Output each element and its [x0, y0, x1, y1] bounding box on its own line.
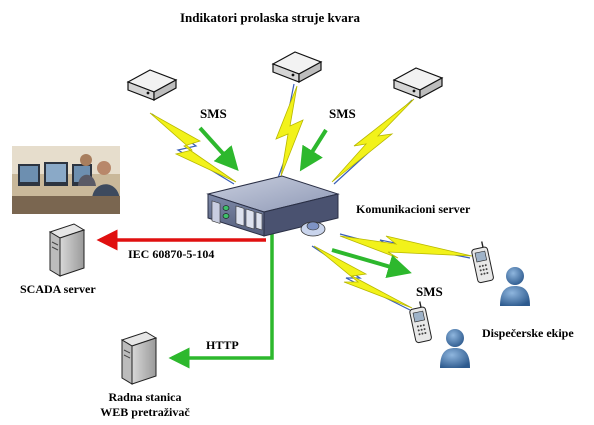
wireless-link-left: [149, 112, 237, 185]
cellphone-icon: [409, 301, 432, 344]
fault-indicator-icon: [271, 51, 323, 84]
monitoring-room-photo: [12, 146, 120, 214]
http-label: HTTP: [206, 338, 239, 352]
person-icon: [440, 329, 470, 368]
tower-pc-icon: [48, 223, 86, 277]
scada-label: SCADA server: [20, 282, 96, 296]
workstation-label-line1: Radna stanica: [108, 390, 182, 404]
cellphone-icon: [471, 241, 494, 284]
wireless-link-phone-top: [339, 233, 473, 259]
sms-arrow-right: [299, 128, 328, 172]
tower-pc-icon: [120, 331, 158, 385]
diagram-title: Indikatori prolaska struje kvara: [180, 10, 360, 25]
comm-server-label: Komunikacioni server: [356, 202, 471, 216]
wireless-link-center: [275, 83, 304, 179]
sms-label-left: SMS: [200, 106, 227, 121]
sms-label-right: SMS: [329, 106, 356, 121]
sms-arrow-bottom: [331, 248, 412, 278]
wireless-link-phone-bottom: [311, 245, 413, 311]
dispatch-label: Dispečerske ekipe: [482, 326, 574, 340]
fault-indicator-icon: [126, 69, 178, 102]
http-connection: [168, 232, 274, 369]
fault-indicator-icon: [392, 67, 444, 100]
wireless-link-right: [331, 98, 415, 185]
sms-label-bottom: SMS: [416, 284, 443, 299]
workstation-label-line2: WEB pretraživač: [100, 405, 190, 419]
person-icon: [500, 267, 530, 306]
protocol-label: IEC 60870-5-104: [128, 247, 215, 261]
server-icon: [206, 175, 340, 237]
sms-arrow-left: [198, 126, 239, 171]
